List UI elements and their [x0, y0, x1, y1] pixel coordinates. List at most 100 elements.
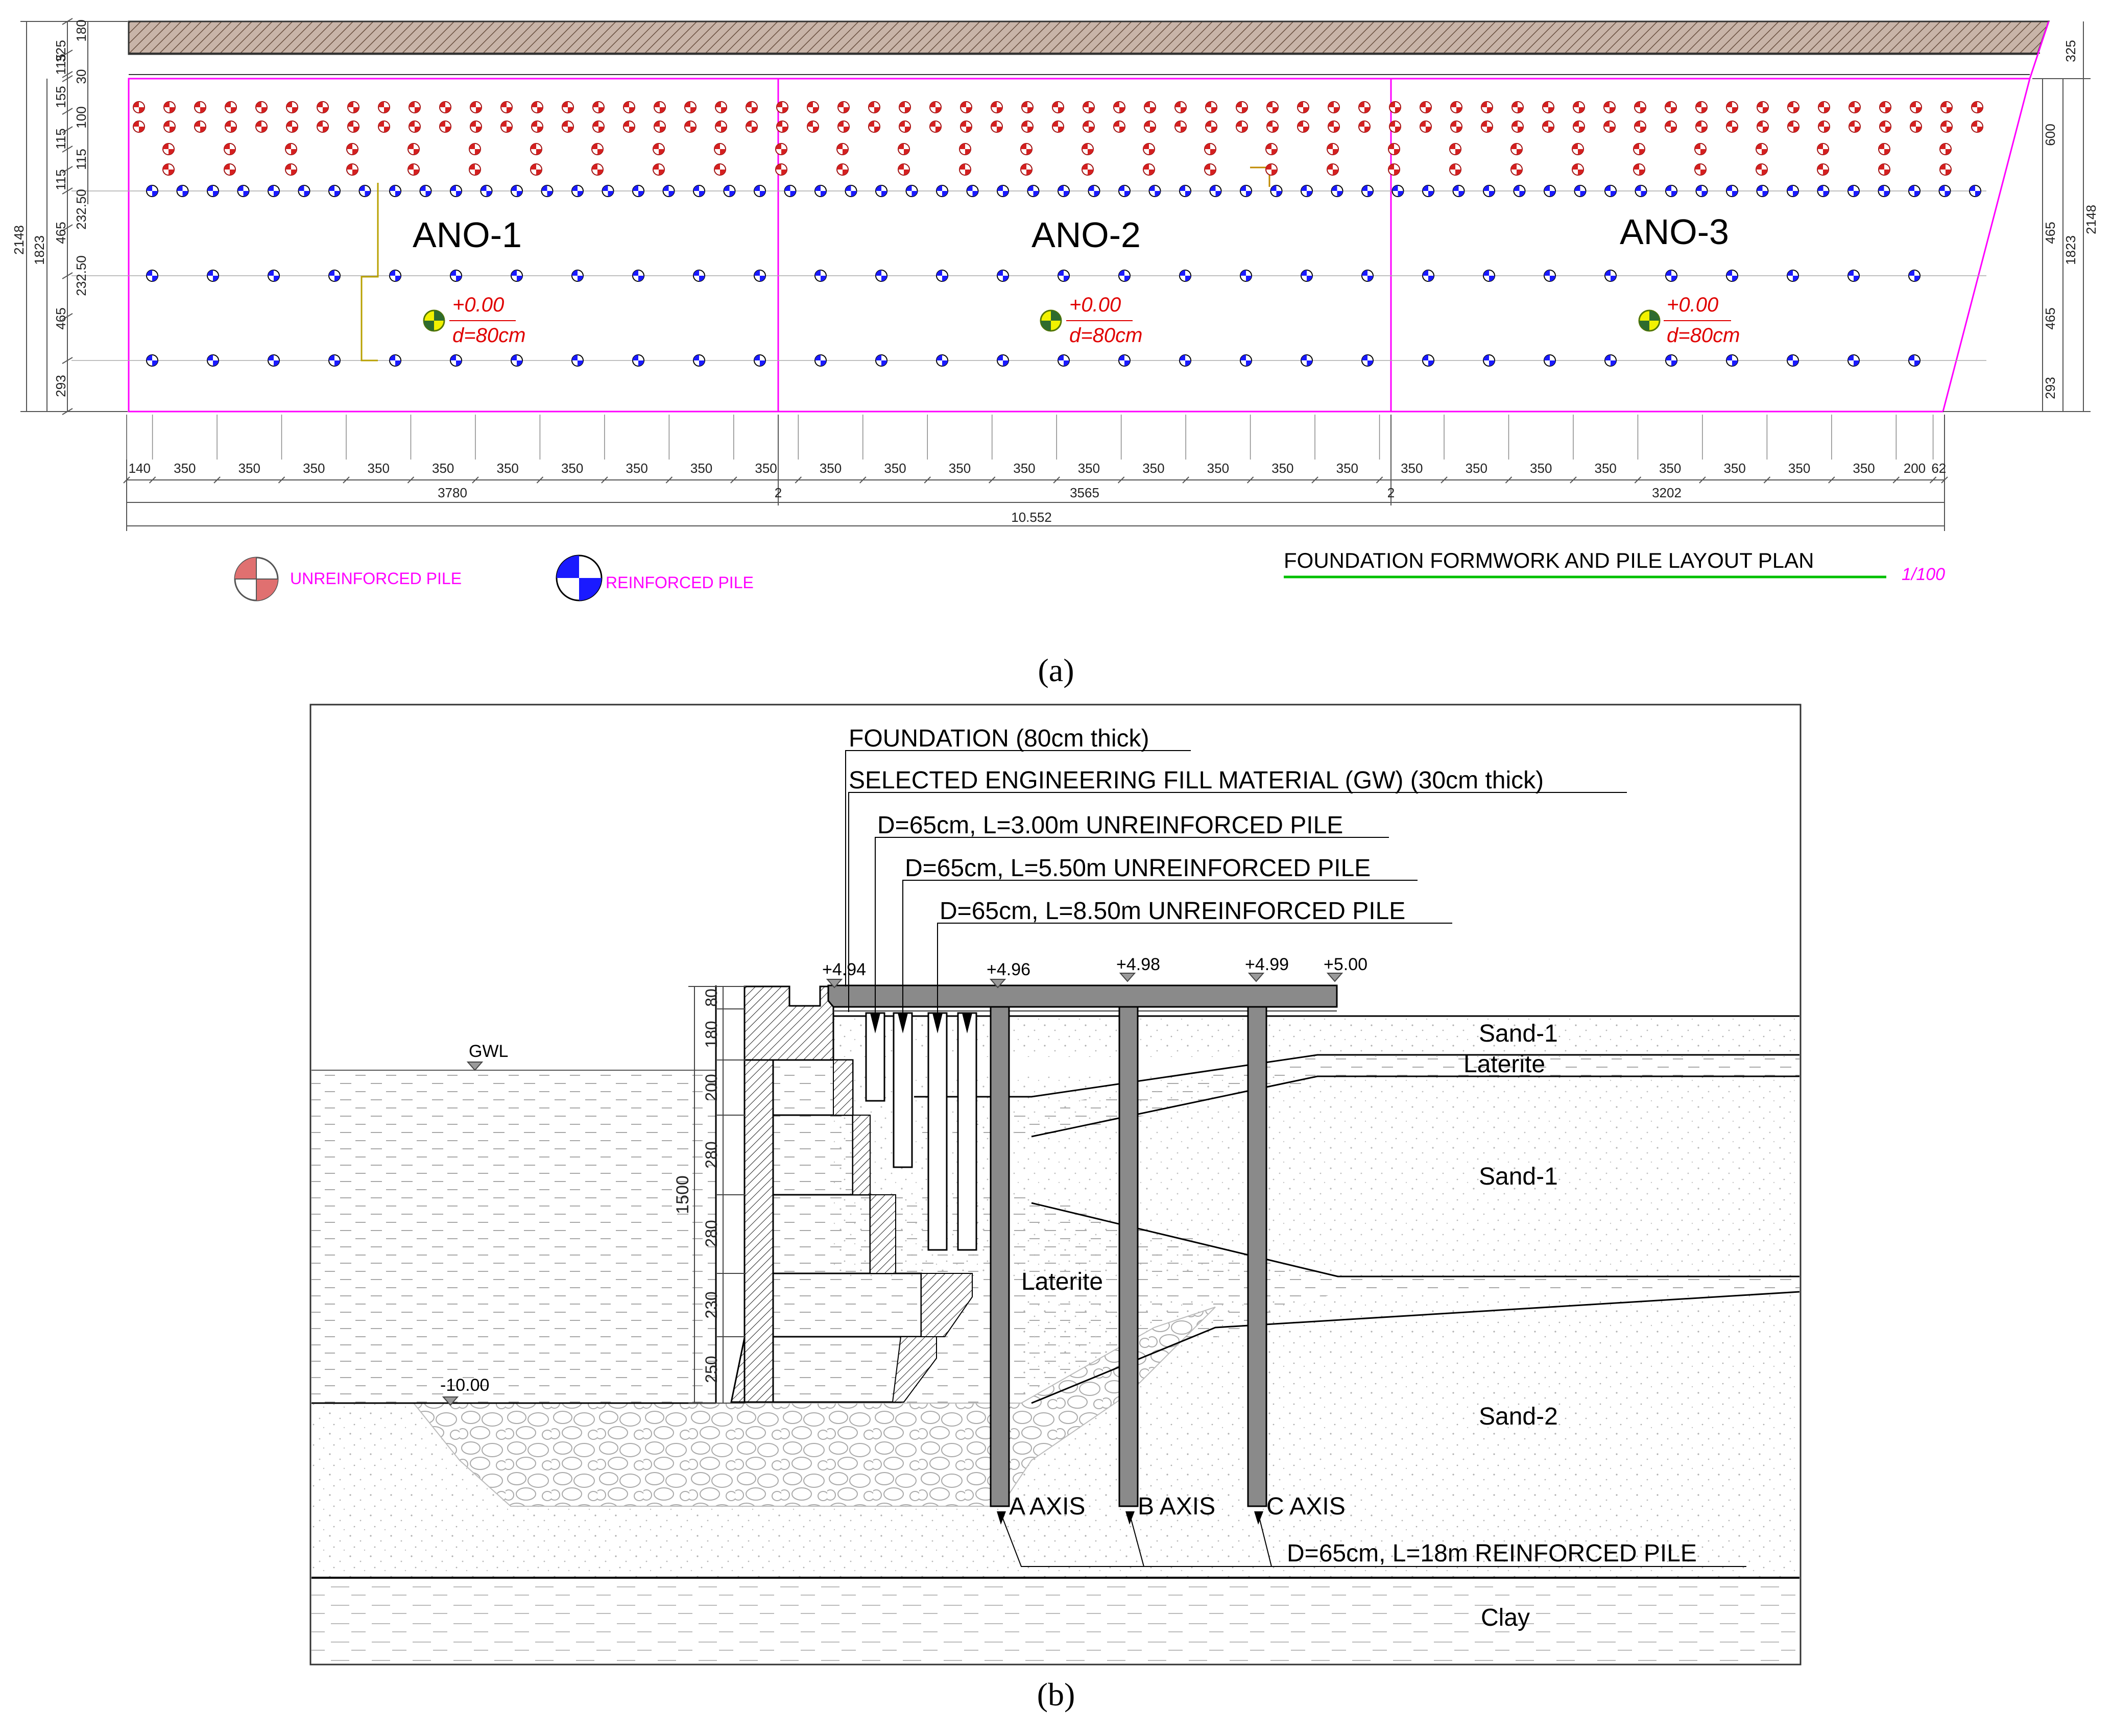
unreinforced-pile-icon [234, 557, 279, 601]
wall-dimension-chain [688, 986, 746, 1404]
caption-b: (b) [1037, 1676, 1075, 1713]
reinforced-pile-icon [571, 270, 584, 282]
bottom-spacing: 350 [755, 461, 777, 476]
zone-name: ANO-3 [1620, 212, 1729, 252]
unreinforced-pile-icon [1205, 120, 1217, 133]
unreinforced-pile-icon [378, 120, 390, 133]
left-dim: 465 [53, 307, 68, 329]
bottom-spacing: 350 [303, 461, 325, 476]
left-dim: 115 [53, 169, 68, 190]
unreinforced-pile-icon [591, 143, 604, 155]
bottom-spacing: 350 [1466, 461, 1487, 476]
unreinforced-pile-icon [623, 101, 635, 113]
reinforced-pile-icon [1179, 185, 1191, 197]
reinforced-pile-icon [1726, 354, 1738, 367]
reinforced-pile-icon [146, 185, 158, 197]
reinforced-pile-icon [723, 185, 736, 197]
unreinforced-pile-icon [224, 163, 236, 176]
unreinforced-pile-icon [1021, 101, 1034, 113]
unreinforced-pile-icon [1327, 143, 1339, 155]
level-label: +4.96 [987, 960, 1030, 979]
unreinforced-pile-icon [959, 163, 971, 176]
reinforced-pile-icon [814, 270, 827, 282]
reinforced-pile-icon [693, 354, 705, 367]
reinforced-pile-icon [1027, 185, 1040, 197]
reinforced-pile-icon [1726, 270, 1738, 282]
reinforced-pile-icon [1544, 354, 1556, 367]
reinforced-pile-icon [1240, 354, 1252, 367]
level-label: +5.00 [1324, 955, 1367, 974]
right-dim: 293 [2043, 377, 2058, 399]
unreinforced-pile-icon [1082, 143, 1094, 155]
reinforced-pile-icon [328, 270, 341, 282]
wall-block-5 [772, 1336, 902, 1403]
reinforced-pile-icon [966, 185, 979, 197]
bottom-level-label: -10.00 [440, 1376, 489, 1395]
reinforced-pile-icon [450, 270, 462, 282]
reinforced-pile-icon [936, 270, 948, 282]
soil-label-clay: Clay [1481, 1604, 1530, 1631]
unreinforced-pile-icon [1971, 120, 1983, 133]
unreinforced-pile-icon [899, 101, 911, 113]
reinforced-pile-icon [1604, 185, 1617, 197]
unreinforced-pile-icon [1817, 143, 1829, 155]
zone-thickness: d=80cm [1667, 324, 1740, 347]
reinforced-pile-icon [511, 185, 523, 197]
wall-block-hatch-3 [870, 1194, 896, 1274]
unreinforced-pile-icon [1510, 163, 1523, 176]
pile-grid [133, 101, 1983, 367]
wall-dim: 230 [702, 1291, 721, 1318]
reinforced-pile-icon [389, 185, 401, 197]
unreinforced-pile-icon [807, 120, 819, 133]
unreinforced-pile-icon [1388, 163, 1400, 176]
reinforced-pile-icon [814, 185, 827, 197]
gwl-label: GWL [469, 1042, 508, 1061]
unreinforced-pile-icon [1358, 101, 1371, 113]
unreinforced-pile-icon [1265, 143, 1278, 155]
wall-dim: 180 [702, 1021, 721, 1048]
bottom-spacing: 350 [1336, 461, 1358, 476]
level-marker-icons [442, 973, 1343, 1406]
reinforced-pile-icon [1422, 185, 1434, 197]
reinforced-pile-icon [1817, 185, 1830, 197]
unreinforced-pile-icon [868, 101, 880, 113]
section-view: +4.94 +4.96 +4.98 +4.99 +5.00 GWL -10.00… [309, 704, 1802, 1666]
wall-dim: 250 [702, 1356, 721, 1383]
reinforced-pile-icon [1179, 270, 1191, 282]
unreinforced-pile-icon [1143, 143, 1155, 155]
zone-thickness: d=80cm [1069, 324, 1142, 347]
unreinforced-pile-icon [1695, 120, 1708, 133]
unreinforced-pile-icon [623, 120, 635, 133]
unreinforced-pile-icon [807, 101, 819, 113]
unreinforced-pile-icon [285, 143, 297, 155]
water-body [311, 1070, 716, 1403]
bottom-spacing: 350 [1078, 461, 1100, 476]
unreinforced-pile-icon [684, 101, 697, 113]
unreinforced-pile-icon [591, 163, 604, 176]
bottom-spacing: 350 [368, 461, 390, 476]
unreinforced-pile-icon [255, 120, 268, 133]
unreinforced-pile-icon [1388, 143, 1400, 155]
left-dim: 232.50 [74, 255, 89, 296]
unreinforced-pile-icon [1297, 120, 1309, 133]
unreinforced-pile-icon [439, 120, 451, 133]
unreinforced-pile-icon [960, 120, 972, 133]
unreinforced-pile-icon [1450, 101, 1462, 113]
reinforced-pile-note: D=65cm, L=18m REINFORCED PILE [1287, 1540, 1697, 1567]
wall-dim: 280 [702, 1220, 721, 1247]
unreinforced-pile-icon [776, 120, 788, 133]
reinforced-pile-icon [1878, 185, 1890, 197]
unreinforced-pile-icon [1603, 120, 1616, 133]
zone-level-marker-icon [1040, 309, 1133, 332]
unreinforced-pile-icon [407, 143, 420, 155]
unreinforced-pile-icon [775, 143, 787, 155]
reinforced-pile-icon [541, 185, 554, 197]
bottom-spacing: 350 [561, 461, 583, 476]
quay-wall [730, 985, 973, 1403]
zone-level: +0.00 [1069, 294, 1121, 316]
unreinforced-pile-icon [133, 120, 145, 133]
bottom-spacing: 350 [884, 461, 906, 476]
left-dim-outer-total: 2148 [11, 225, 27, 255]
unreinforced-pile-icon [868, 120, 880, 133]
reinforced-pile-icon [693, 270, 705, 282]
